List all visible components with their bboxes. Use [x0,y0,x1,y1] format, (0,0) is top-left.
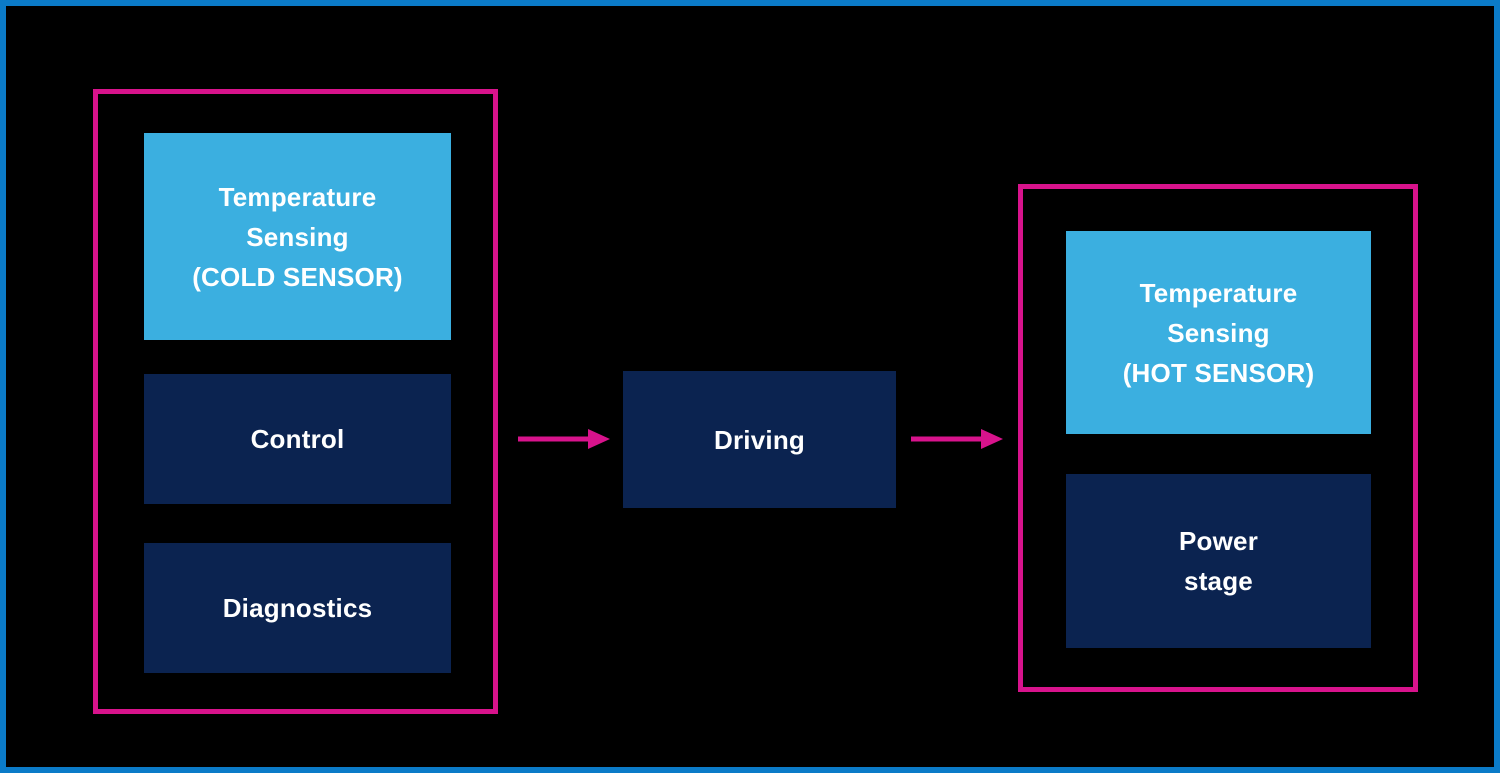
cold-side-group-frame [93,89,498,714]
block-driving[interactable]: Driving [623,371,896,508]
arrow-control-to-driving [518,427,610,451]
block-temperature-sensing-hot[interactable]: Temperature Sensing (HOT SENSOR) [1066,231,1371,434]
block-diagnostics[interactable]: Diagnostics [144,543,451,673]
hot-side-group-frame [1018,184,1418,692]
block-power-stage[interactable]: Power stage [1066,474,1371,648]
arrow-driving-to-power-stage [911,427,1003,451]
arrow-right-icon [911,429,1003,449]
block-control[interactable]: Control [144,374,451,504]
block-temperature-sensing-cold[interactable]: Temperature Sensing (COLD SENSOR) [144,133,451,340]
arrow-right-icon [518,429,610,449]
